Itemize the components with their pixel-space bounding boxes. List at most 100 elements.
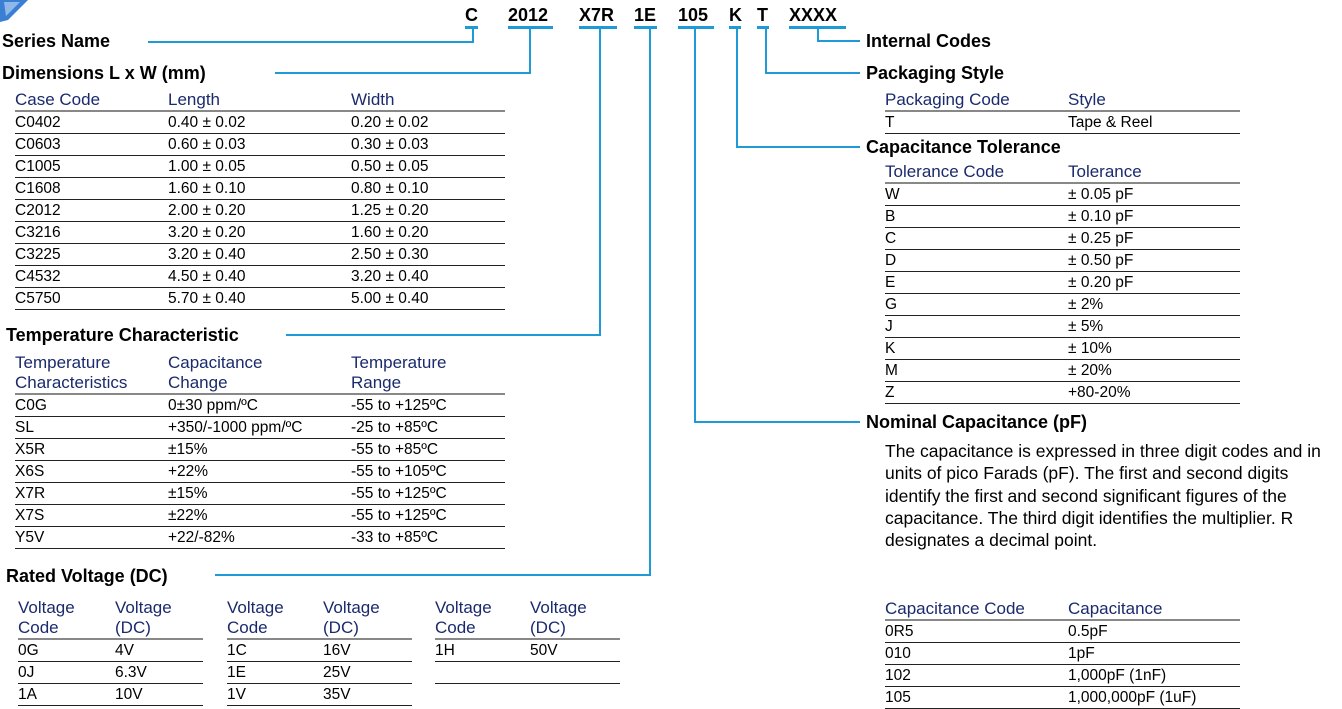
column-header: Case Code [15,90,168,112]
table-cell: 35V [323,683,412,706]
table-cell: C4532 [15,265,168,288]
column-header-line: Voltage [115,598,172,617]
table-cell: 2.50 ± 0.30 [351,243,505,266]
table-cell: 0.80 ± 0.10 [351,177,505,200]
column-header: Voltage(DC) [115,598,203,640]
table-cell: 2.00 ± 0.20 [168,199,351,222]
column-header-line: Capacitance [168,353,263,372]
table-cell: 0.5pF [1068,620,1240,643]
underline [678,26,714,29]
table-cell: 5.70 ± 0.40 [168,287,351,310]
table-cell: +22/-82% [168,526,351,549]
table-row [435,661,620,684]
table-cell: Tape & Reel [1068,111,1240,134]
connector-line [817,28,819,42]
table-cell: E [885,271,1068,294]
logo-icon [0,0,28,22]
table-cell: M [885,359,1068,382]
table-cell: 10V [115,683,203,706]
table-cell: 0.20 ± 0.02 [351,111,505,134]
series-name-title: Series Name [2,31,111,51]
table-cell: 4V [115,639,203,662]
table-cell: 102 [885,664,1068,687]
table-cell: 1H [435,639,530,662]
connector-line [817,40,860,42]
packaging-title: Packaging Style [866,63,1005,83]
table-cell: 0G [18,639,115,662]
table-cell: J [885,315,1068,338]
table-cell: 3.20 ± 0.40 [168,243,351,266]
table-cell: -55 to +125ºC [351,504,505,527]
table-row: SL+350/-1000 ppm/ºC-25 to +85ºC [15,416,505,439]
table-cell: ± 20% [1068,359,1240,382]
voltage-title: Rated Voltage (DC) [6,566,168,586]
column-header: Width [351,90,505,112]
column-header: Tolerance [1068,162,1240,184]
connector-line [599,28,601,336]
table-row: E± 0.20 pF [885,271,1240,294]
pn-packaging: T [757,5,768,25]
table-cell: Y5V [15,526,168,549]
table-cell: G [885,293,1068,316]
table-cell: ±22% [168,504,351,527]
pn-tolerance: K [729,5,742,25]
table-cell: 5.00 ± 0.40 [351,287,505,310]
column-header-line: (DC) [530,618,566,637]
table-cell: 1E [227,661,323,684]
underline [579,26,617,29]
connector-line [649,28,651,576]
column-header-line: Code [435,618,476,637]
table-cell: D [885,249,1068,272]
underline [729,26,741,29]
column-header-line: Change [168,373,228,392]
connector-line [736,146,860,148]
column-header: Capacitance [1068,599,1240,621]
column-header-line: Code [227,618,268,637]
table-cell: 105 [885,686,1068,709]
connector-line [529,28,531,74]
temperature-title: Temperature Characteristic [6,325,239,345]
table-cell: -55 to +85ºC [351,438,505,461]
table-cell: X5R [15,438,168,461]
table-row: X7R±15%-55 to +125ºC [15,482,505,505]
pn-series: C [465,5,478,25]
table-cell: +80-20% [1068,381,1240,404]
table-cell: X7S [15,504,168,527]
table-cell: +22% [168,460,351,483]
table-cell: 1,000pF (1nF) [1068,664,1240,687]
table-cell: 0R5 [885,620,1068,643]
underline [508,26,553,29]
table-cell: ± 2% [1068,293,1240,316]
table-cell: SL [15,416,168,439]
column-header-line: Voltage [227,598,284,617]
table-cell: 1.60 ± 0.20 [351,221,505,244]
column-header-line: (DC) [323,618,359,637]
table-cell: 3.20 ± 0.20 [168,221,351,244]
table-cell: C1005 [15,155,168,178]
column-header-line: (DC) [115,618,151,637]
table-row: X6S+22%-55 to +105ºC [15,460,505,483]
table-cell: 1C [227,639,323,662]
table-cell: 1.25 ± 0.20 [351,199,505,222]
